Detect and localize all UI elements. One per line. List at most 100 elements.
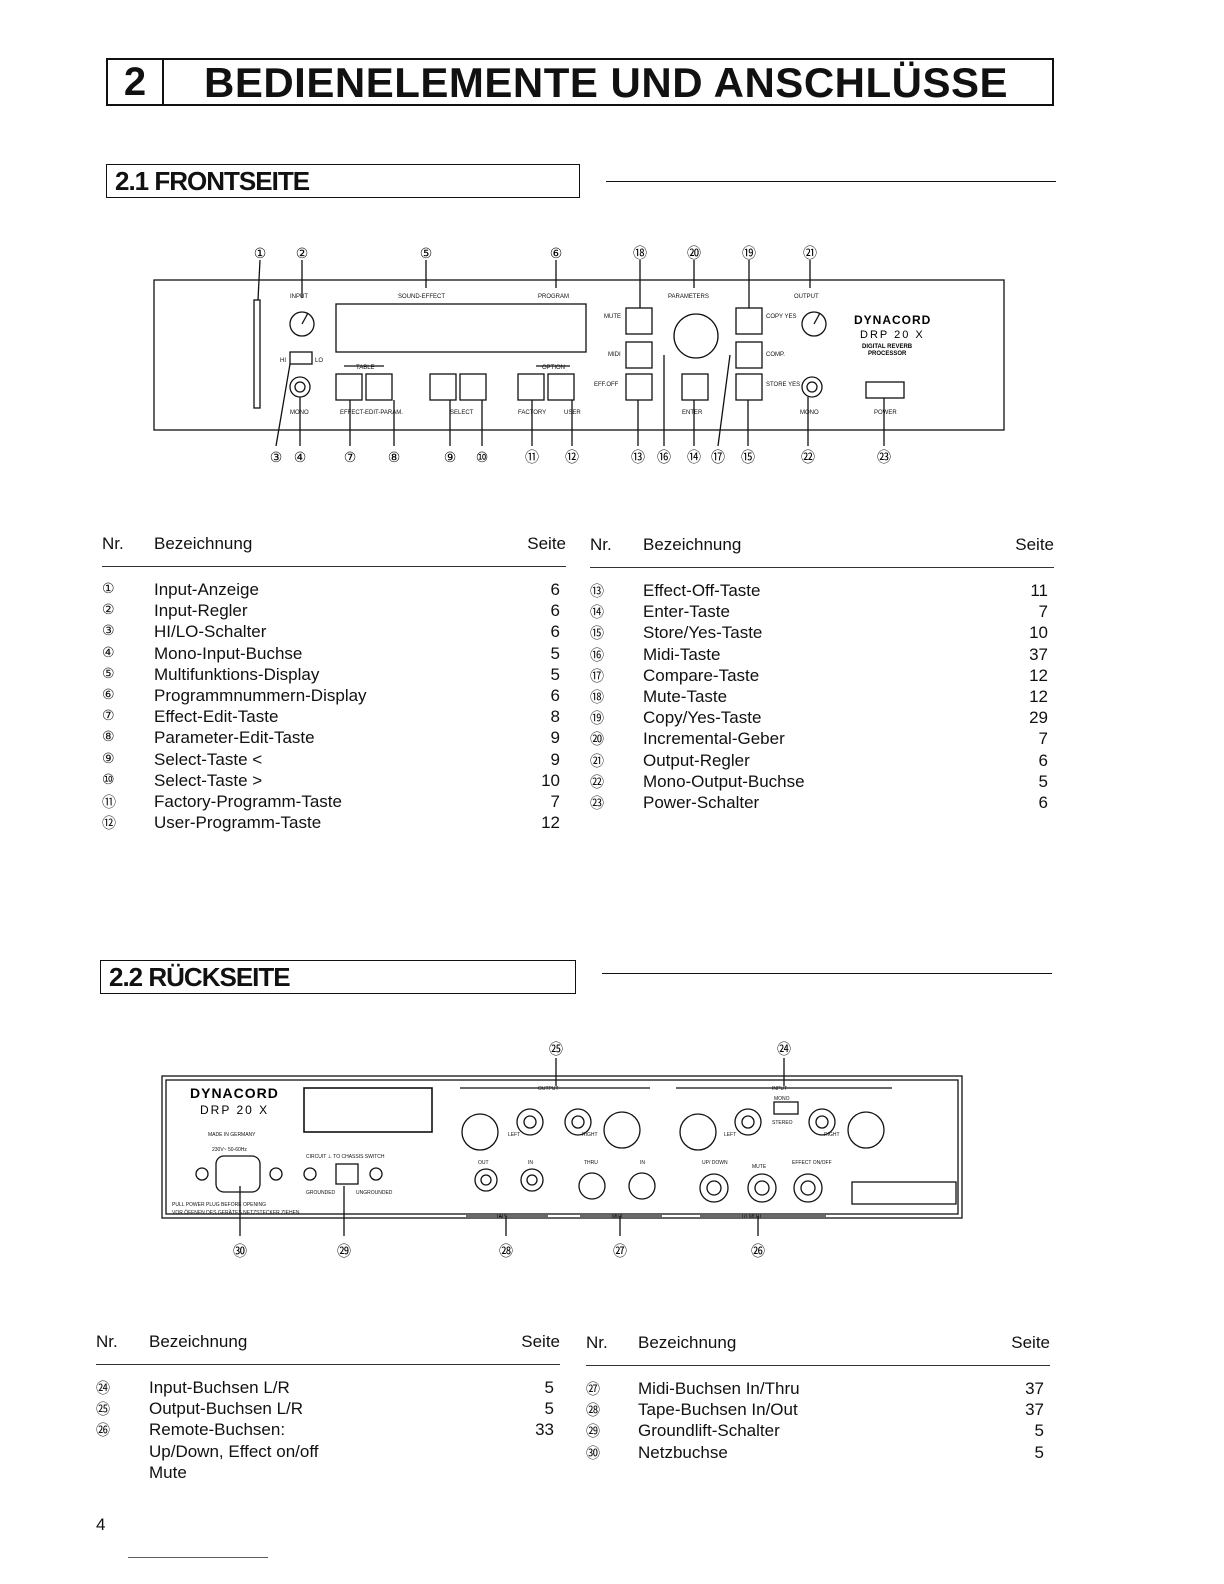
row-page: 12 bbox=[1029, 687, 1048, 706]
row-page: 8 bbox=[550, 707, 560, 727]
callout-10: ⑩ bbox=[476, 449, 489, 465]
row-label: User-Programm-Taste bbox=[154, 813, 322, 833]
rear-made-in: MADE IN GERMANY bbox=[208, 1132, 256, 1138]
rear-brand-logo: DYNACORD bbox=[190, 1085, 279, 1101]
row-label: Select-Taste < bbox=[154, 749, 263, 769]
row-number: ㉚ bbox=[586, 1444, 600, 1461]
label-power: POWER bbox=[874, 410, 897, 416]
row-label: Enter-Taste bbox=[643, 602, 730, 622]
callout-7: ⑦ bbox=[344, 449, 357, 465]
row-page: 6 bbox=[1038, 750, 1048, 770]
rear-up-down: UP/ DOWN bbox=[702, 1160, 728, 1166]
label-mute: MUTE bbox=[604, 314, 621, 320]
callout-22: ㉒ bbox=[801, 449, 815, 465]
row-label: Compare-Taste bbox=[643, 665, 760, 685]
row-page: 7 bbox=[1038, 729, 1048, 749]
rear-mute: MUTE bbox=[752, 1164, 767, 1170]
footer-rule bbox=[128, 1557, 268, 1558]
rear-midi-thru: THRU bbox=[584, 1160, 598, 1166]
row-page: 5 bbox=[1034, 1442, 1044, 1462]
model-name: DRP 20 X bbox=[860, 329, 925, 341]
row-page: 7 bbox=[550, 792, 560, 811]
callout-27: ㉗ bbox=[613, 1243, 627, 1259]
rear-midi-label: MIDI bbox=[612, 1214, 623, 1220]
row-number: ⑳ bbox=[590, 731, 604, 748]
row-number: ⑨ bbox=[102, 749, 115, 766]
rear-left-in: LEFT bbox=[724, 1132, 736, 1138]
table-row: Mute bbox=[96, 1463, 560, 1484]
row-number: ㉖ bbox=[96, 1422, 110, 1439]
label-parameters: PARAMETERS bbox=[668, 294, 709, 300]
row-label: Midi-Taste bbox=[643, 644, 721, 664]
row-label: Mono-Input-Buchse bbox=[154, 643, 303, 663]
callout-11: ⑪ bbox=[525, 449, 539, 465]
row-number: ㉙ bbox=[586, 1423, 600, 1440]
row-label: Copy/Yes-Taste bbox=[643, 708, 762, 728]
label-factory: FACTORY bbox=[518, 410, 546, 416]
rear-remote-label: REMOTE bbox=[742, 1214, 764, 1220]
header-seite: Seite bbox=[1015, 535, 1054, 554]
rear-voltage: 230V~ 50-60Hz bbox=[212, 1147, 247, 1153]
rear-mono: MONO bbox=[774, 1096, 790, 1102]
callout-23: ㉓ bbox=[877, 449, 891, 465]
chapter-header: 2 BEDIENELEMENTE UND ANSCHLÜSSE bbox=[106, 58, 1054, 106]
row-page: 37 bbox=[1025, 1400, 1044, 1420]
rear-warning-de: VOR ÖFFNEN DES GERÄTES NETZSTECKER ZIEHE… bbox=[172, 1209, 300, 1216]
row-number: ⑮ bbox=[590, 625, 604, 642]
brand-logo: DYNACORD bbox=[854, 313, 931, 327]
rear-right-in: RIGHT bbox=[824, 1132, 840, 1138]
label-table: TABLE bbox=[356, 365, 375, 371]
callout-16: ⑯ bbox=[657, 449, 671, 465]
label-copy-yes: COPY YES bbox=[766, 314, 796, 320]
row-label: Output-Buchsen L/R bbox=[149, 1399, 304, 1419]
rear-tape-out: OUT bbox=[478, 1160, 489, 1166]
rear-stereo: STEREO bbox=[772, 1120, 793, 1126]
label-eff-off: EFF.OFF bbox=[594, 382, 619, 388]
label-store-yes: STORE YES bbox=[766, 382, 800, 388]
callout-9: ⑨ bbox=[444, 449, 457, 465]
row-page: 5 bbox=[550, 643, 560, 663]
label-mono-in: MONO bbox=[290, 410, 309, 416]
model-subtitle-1: DIGITAL REVERB bbox=[862, 344, 913, 350]
row-page: 6 bbox=[550, 686, 560, 705]
rear-right-out: RIGHT bbox=[582, 1132, 598, 1138]
row-number: ⑱ bbox=[590, 689, 604, 705]
row-number: ㉑ bbox=[590, 752, 604, 769]
row-label: Remote-Buchsen: bbox=[149, 1420, 286, 1440]
label-program: PROGRAM bbox=[538, 294, 569, 300]
rear-grounded: GROUNDED bbox=[306, 1190, 336, 1196]
row-number: ⑲ bbox=[590, 710, 604, 727]
row-label: Store/Yes-Taste bbox=[643, 623, 763, 643]
table-rule bbox=[102, 566, 566, 567]
row-label: Effect-Off-Taste bbox=[643, 581, 761, 600]
header-nr: Nr. bbox=[590, 535, 612, 554]
label-midi: MIDI bbox=[608, 352, 621, 358]
callout-2: ② bbox=[296, 245, 309, 261]
section-heading-front: 2.1 FRONTSEITE bbox=[106, 164, 580, 198]
row-label: Input-Regler bbox=[154, 601, 248, 621]
callout-5: ⑤ bbox=[420, 245, 433, 261]
row-page: 12 bbox=[1029, 665, 1048, 685]
row-number: ⑥ bbox=[102, 686, 115, 702]
callout-30: ㉚ bbox=[233, 1243, 247, 1259]
row-number: ⑬ bbox=[590, 583, 604, 599]
label-comp: COMP. bbox=[766, 352, 785, 358]
rear-panel-diagram: DYNACORD DRP 20 X MADE IN GERMANY 230V~ … bbox=[161, 1041, 963, 1259]
row-page: 6 bbox=[550, 622, 560, 642]
rear-output-label: OUTPUT bbox=[538, 1086, 559, 1092]
row-label: Up/Down, Effect on/off bbox=[149, 1441, 319, 1461]
